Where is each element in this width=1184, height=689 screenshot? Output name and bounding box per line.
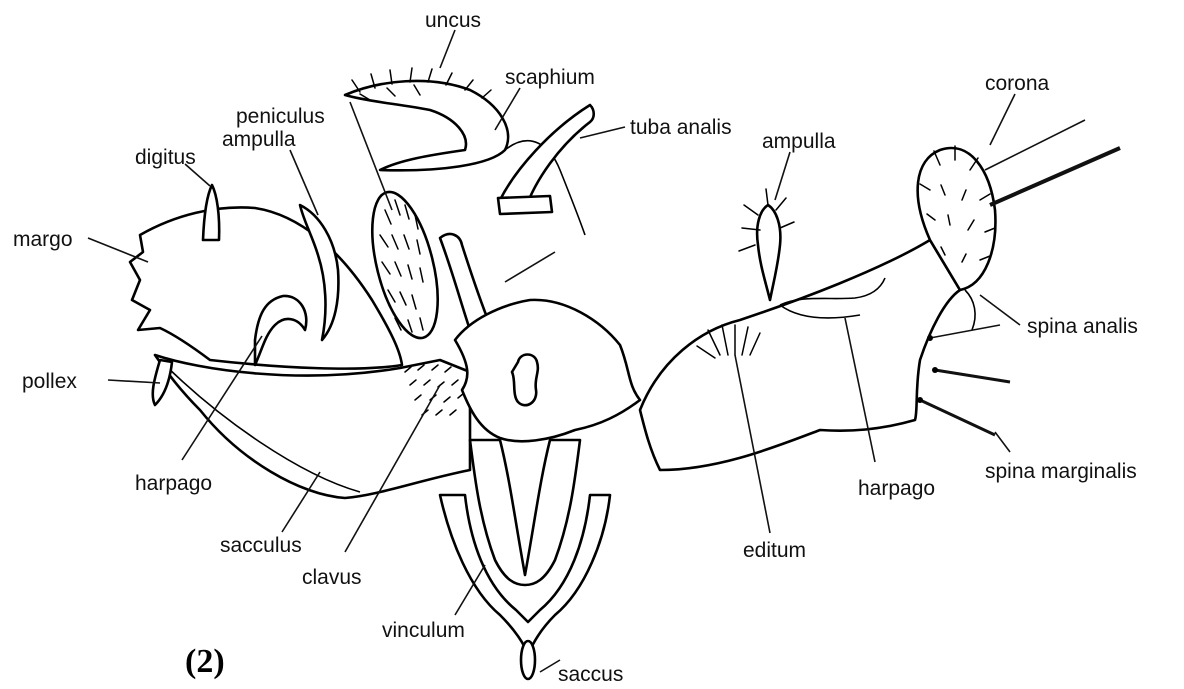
label-clavus: clavus bbox=[302, 566, 362, 589]
right-valva-outline bbox=[640, 240, 960, 470]
label-digitus: digitus bbox=[135, 146, 196, 169]
bristle-2 bbox=[990, 148, 1120, 205]
right-ampulla-shape bbox=[757, 205, 780, 300]
label-harpago-right: harpago bbox=[858, 477, 935, 500]
uncus-shape bbox=[345, 81, 508, 170]
label-peniculus: peniculus bbox=[236, 105, 325, 128]
spine-a bbox=[930, 325, 1000, 338]
label-vinculum: vinculum bbox=[382, 619, 465, 642]
digitus-shape bbox=[203, 185, 219, 240]
saccus-shape bbox=[521, 641, 535, 679]
spine-c bbox=[920, 400, 995, 435]
label-tuba-analis: tuba analis bbox=[630, 116, 732, 139]
label-ampulla-left: ampulla bbox=[222, 128, 296, 151]
label-harpago-left: harpago bbox=[135, 472, 212, 495]
cucullus-shape bbox=[130, 207, 402, 368]
spina-analis-shape bbox=[965, 290, 975, 330]
tuba-base bbox=[498, 196, 552, 214]
label-spina-analis: spina analis bbox=[1027, 315, 1138, 338]
label-ampulla-right: ampulla bbox=[762, 130, 836, 153]
label-spina-marginalis: spina marginalis bbox=[985, 460, 1137, 483]
label-scaphium: scaphium bbox=[505, 66, 595, 89]
right-valva bbox=[640, 120, 1120, 470]
label-corona: corona bbox=[985, 72, 1050, 95]
label-sacculus: sacculus bbox=[220, 534, 302, 557]
bristle-1 bbox=[985, 120, 1085, 170]
figure-label: (2) bbox=[185, 643, 225, 680]
socket-c bbox=[917, 397, 923, 403]
left-valva bbox=[130, 185, 470, 498]
label-uncus: uncus bbox=[425, 9, 481, 32]
tuba-analis-shape bbox=[500, 105, 594, 210]
juxta-shape bbox=[455, 300, 640, 441]
spine-b bbox=[935, 370, 1010, 382]
label-pollex: pollex bbox=[22, 370, 77, 393]
label-editum: editum bbox=[743, 539, 806, 562]
lower-plate bbox=[470, 440, 580, 585]
socket-a bbox=[927, 335, 933, 341]
label-saccus: saccus bbox=[558, 663, 623, 686]
label-margo: margo bbox=[13, 228, 73, 251]
socket-b bbox=[932, 367, 938, 373]
